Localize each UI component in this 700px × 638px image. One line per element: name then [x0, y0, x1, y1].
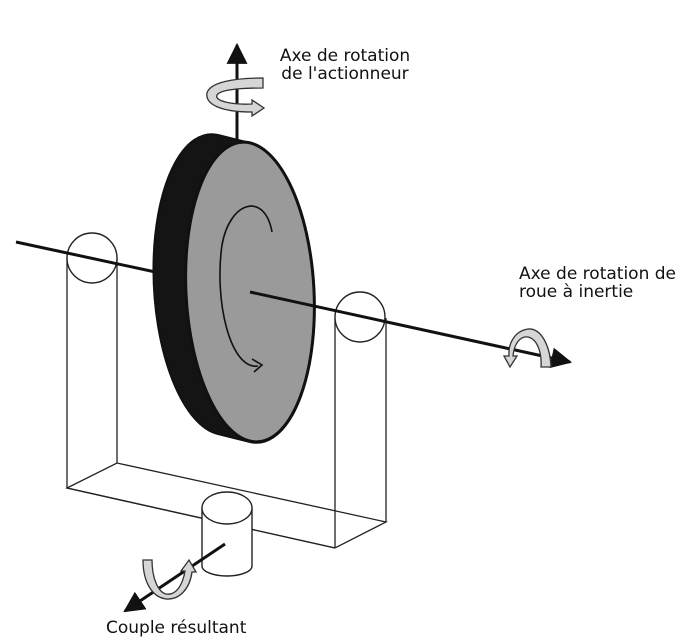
actuator-axis-label-line-1: Axe de rotation: [279, 46, 411, 66]
torque-axis: [123, 542, 226, 613]
flywheel: [152, 133, 316, 444]
wheel-rotation-arrow-icon: [502, 328, 552, 369]
wheel-axis-back: [15, 240, 161, 275]
torque-rotation-arrow-icon: [142, 558, 198, 600]
wheel-axis-label-line-1: Axe de rotation de: [519, 264, 677, 284]
actuator-axis-label-line-2: de l'actionneur: [281, 64, 409, 84]
torque-label: Couple résultant: [106, 618, 247, 638]
base-pivot-cylinder: [201, 491, 253, 577]
actuator-rotation-arrow-icon: [206, 77, 266, 118]
wheel-axis-label: Axe de rotation de roue à inertie: [519, 265, 676, 301]
flywheel-spin-arrow-icon: [219, 205, 273, 367]
wheel-axis-label-line-2: roue à inertie: [519, 282, 634, 302]
actuator-axis-label: Axe de rotation de l'actionneur: [262, 47, 428, 83]
wheel-axis-front: [249, 290, 573, 369]
